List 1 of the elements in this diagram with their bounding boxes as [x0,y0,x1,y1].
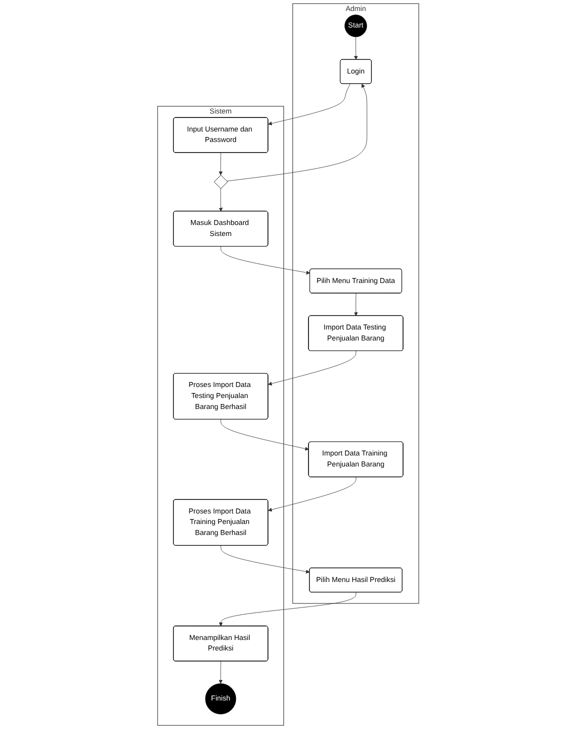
node-diamond [214,174,228,189]
